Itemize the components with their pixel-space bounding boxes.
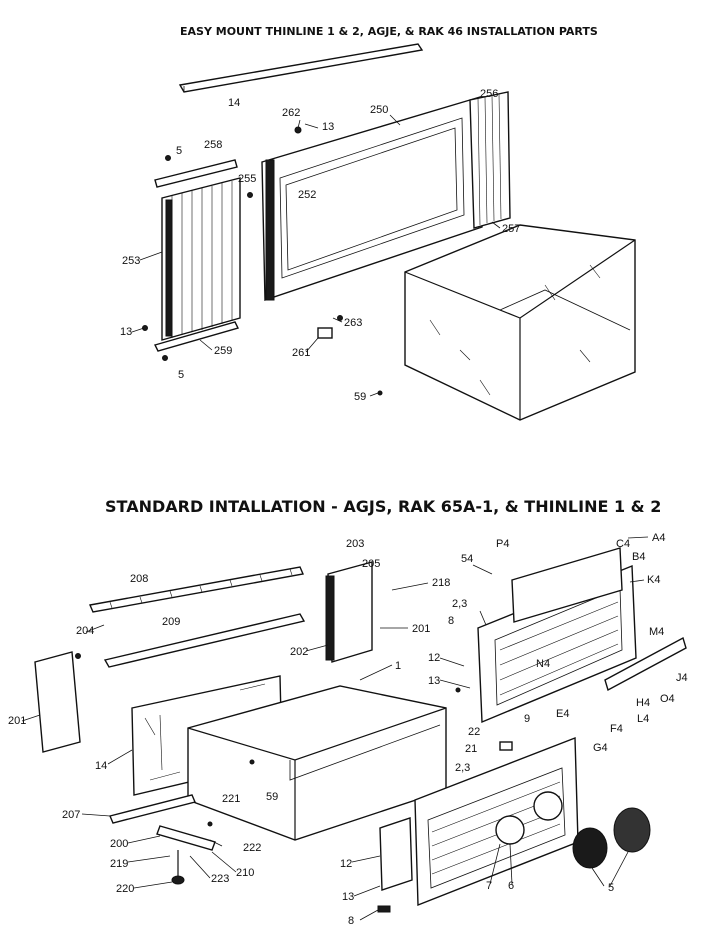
part-208-rail <box>89 566 304 613</box>
part-203-bracket <box>325 561 373 663</box>
callout-f4: F4 <box>610 723 623 735</box>
part-209-rail <box>103 613 306 668</box>
callout-p4: P4 <box>496 538 509 550</box>
part-253-accordion-panel <box>161 177 241 341</box>
callout-e4: E4 <box>556 708 569 720</box>
callout-13b: 13 <box>120 326 132 338</box>
top-leader-lines <box>131 114 501 397</box>
part-210-bracket <box>156 825 216 851</box>
callout-22: 22 <box>468 726 480 738</box>
bottom-leader-lines <box>21 536 649 921</box>
callout-14-panel: 14 <box>95 760 107 772</box>
callout-6: 6 <box>508 880 514 892</box>
callout-12-lower: 12 <box>340 858 352 870</box>
callout-1: 1 <box>395 660 401 672</box>
callout-259: 259 <box>214 345 232 357</box>
callout-261: 261 <box>292 347 310 359</box>
callout-220: 220 <box>116 883 134 895</box>
callout-g4: G4 <box>593 742 608 754</box>
callout-13-lower: 13 <box>342 891 354 903</box>
part-12-side-panel <box>379 817 413 891</box>
callout-257: 257 <box>502 223 520 235</box>
small-parts-top <box>142 126 383 396</box>
callout-200: 200 <box>110 838 128 850</box>
part-201-panel-left <box>34 651 81 753</box>
callout-n4: N4 <box>536 658 550 670</box>
callout-222: 222 <box>243 842 261 854</box>
callout-258: 258 <box>204 139 222 151</box>
callout-13: 13 <box>322 121 334 133</box>
callout-54: 54 <box>461 553 473 565</box>
callout-c4: C4 <box>616 538 630 550</box>
callout-8-lower: 8 <box>348 915 354 927</box>
callout-205: 205 <box>362 558 380 570</box>
bottom-callouts: A4 54 P4 C4 B4 K4 203 205 218 208 2,3 8 … <box>8 532 688 927</box>
callout-m4: M4 <box>649 626 664 638</box>
part-5-knobs <box>572 807 651 869</box>
callout-l4: L4 <box>637 713 649 725</box>
callout-256: 256 <box>480 88 498 100</box>
callout-b4: B4 <box>632 551 645 563</box>
callout-209: 209 <box>162 616 180 628</box>
callout-12-upper: 12 <box>428 652 440 664</box>
part-259-bar <box>153 321 240 352</box>
part-back-panel <box>511 547 623 623</box>
callout-203: 203 <box>346 538 364 550</box>
callout-8-upper: 8 <box>448 615 454 627</box>
callout-219: 219 <box>110 858 128 870</box>
callout-218: 218 <box>432 577 450 589</box>
callout-201-left: 201 <box>8 715 26 727</box>
callout-250: 250 <box>370 104 388 116</box>
callout-223: 223 <box>211 873 229 885</box>
part-256-side-panel <box>469 91 511 229</box>
part-250-frame <box>261 96 483 301</box>
callout-208: 208 <box>130 573 148 585</box>
callout-13-upper: 13 <box>428 675 440 687</box>
callout-263: 263 <box>344 317 362 329</box>
part-m4-strip <box>604 636 687 692</box>
callout-o4: O4 <box>660 693 675 705</box>
callout-9: 9 <box>524 713 530 725</box>
callout-255: 255 <box>238 173 256 185</box>
callout-59: 59 <box>354 391 366 403</box>
callout-221: 221 <box>222 793 240 805</box>
small-parts-bottom <box>75 653 513 913</box>
callout-262: 262 <box>282 107 300 119</box>
part-59-cabinet-sleeve <box>404 224 636 421</box>
callout-252: 252 <box>298 189 316 201</box>
callout-j4: J4 <box>676 672 688 684</box>
callout-210: 210 <box>236 867 254 879</box>
callout-204: 204 <box>76 625 94 637</box>
part-lower-grille <box>414 736 579 907</box>
callout-253: 253 <box>122 255 140 267</box>
callout-23-upper: 2,3 <box>452 598 467 610</box>
part-207-bar <box>109 794 196 824</box>
callout-23-lower: 2,3 <box>455 762 470 774</box>
top-callouts: 14 256 262 13 250 5 258 255 252 253 257 … <box>120 88 520 403</box>
callout-h4: H4 <box>636 697 650 709</box>
callout-5: 5 <box>608 882 614 894</box>
callout-a4: A4 <box>652 532 665 544</box>
title-easy-mount: EASY MOUNT THINLINE 1 & 2, AGJE, & RAK 4… <box>180 25 598 38</box>
callout-k4: K4 <box>647 574 660 586</box>
callout-5b: 5 <box>178 369 184 381</box>
callout-21: 21 <box>465 743 477 755</box>
part-23-upper-grille <box>477 564 637 724</box>
part-14-top-strip <box>178 43 424 93</box>
callout-14: 14 <box>228 97 240 109</box>
callout-7: 7 <box>486 880 492 892</box>
callout-207: 207 <box>62 809 80 821</box>
callout-59: 59 <box>266 791 278 803</box>
callout-202: 202 <box>290 646 308 658</box>
part-220-foot <box>171 850 185 885</box>
callout-5: 5 <box>176 145 182 157</box>
title-standard-installation: STANDARD INTALLATION - AGJS, RAK 65A-1, … <box>105 497 661 516</box>
part-258-bar <box>154 159 238 188</box>
callout-201-bracket: 201 <box>412 623 430 635</box>
